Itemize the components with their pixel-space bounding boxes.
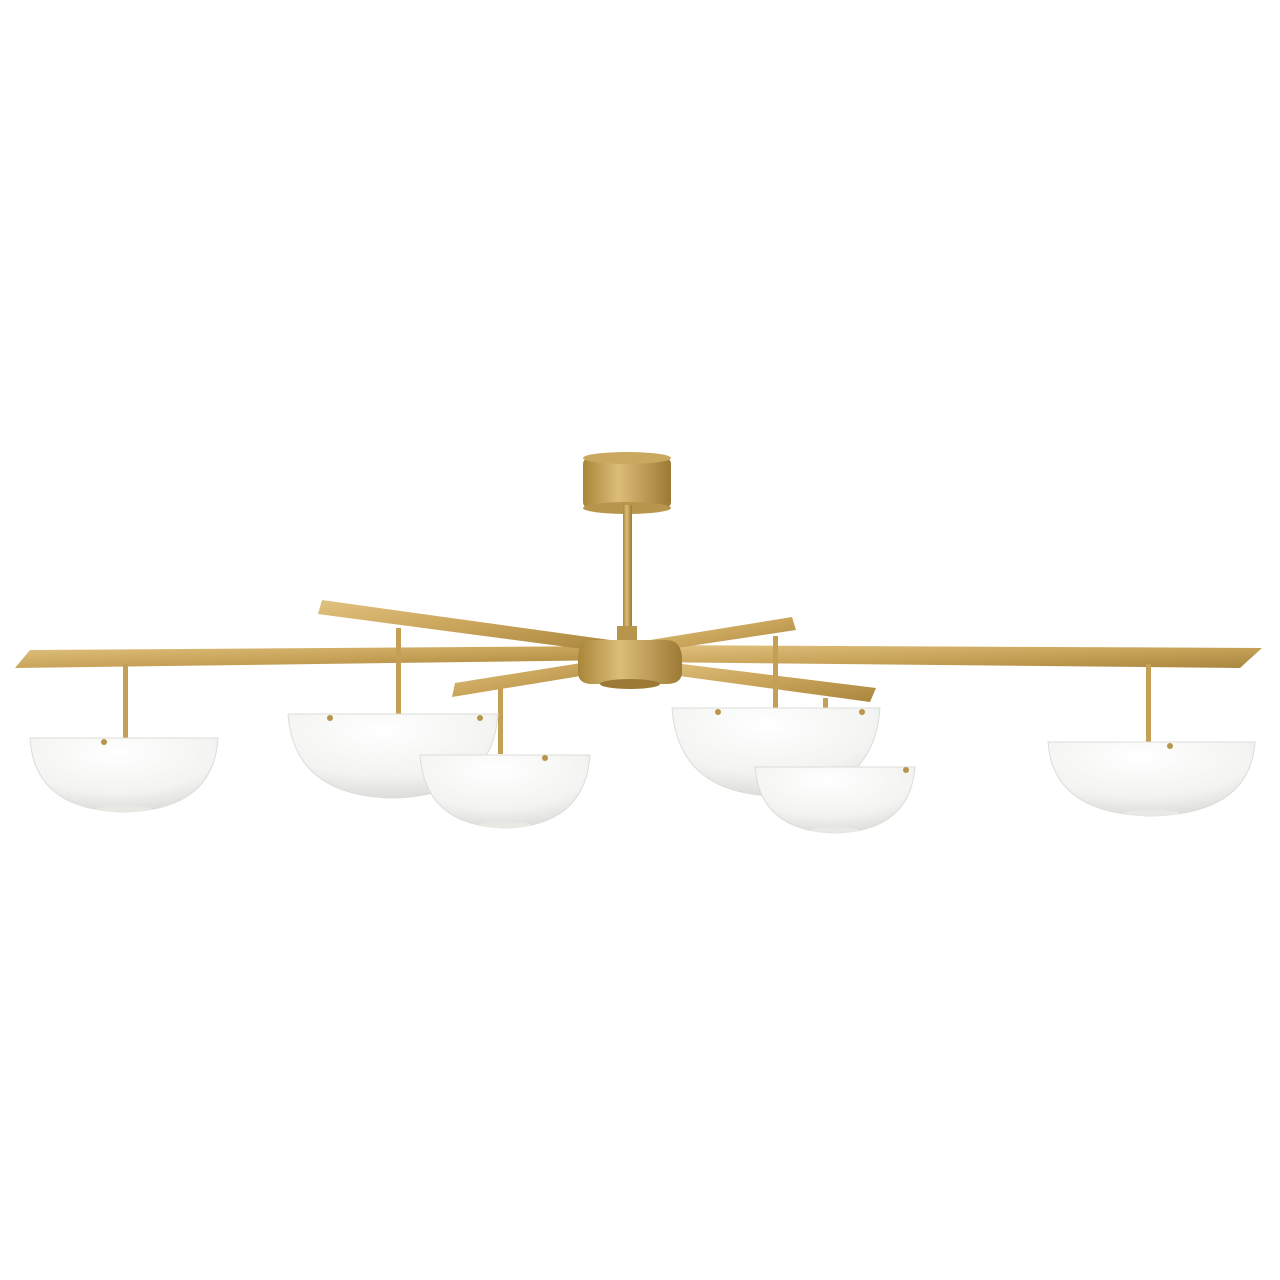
hub	[578, 626, 682, 689]
shade-5	[754, 766, 916, 834]
shade-1	[29, 737, 219, 813]
stem	[623, 505, 632, 635]
arm-lower-right	[650, 660, 876, 702]
arm-upper-left	[318, 600, 610, 652]
arms	[15, 600, 1262, 702]
arm-lower-left	[452, 660, 605, 697]
arm-long-right	[640, 645, 1262, 668]
shade-3	[419, 754, 591, 829]
arm-long-left	[15, 646, 620, 668]
canopy	[583, 452, 671, 514]
shades	[29, 707, 1256, 834]
arm-upper-right	[650, 617, 796, 652]
shade-6	[1047, 741, 1256, 817]
